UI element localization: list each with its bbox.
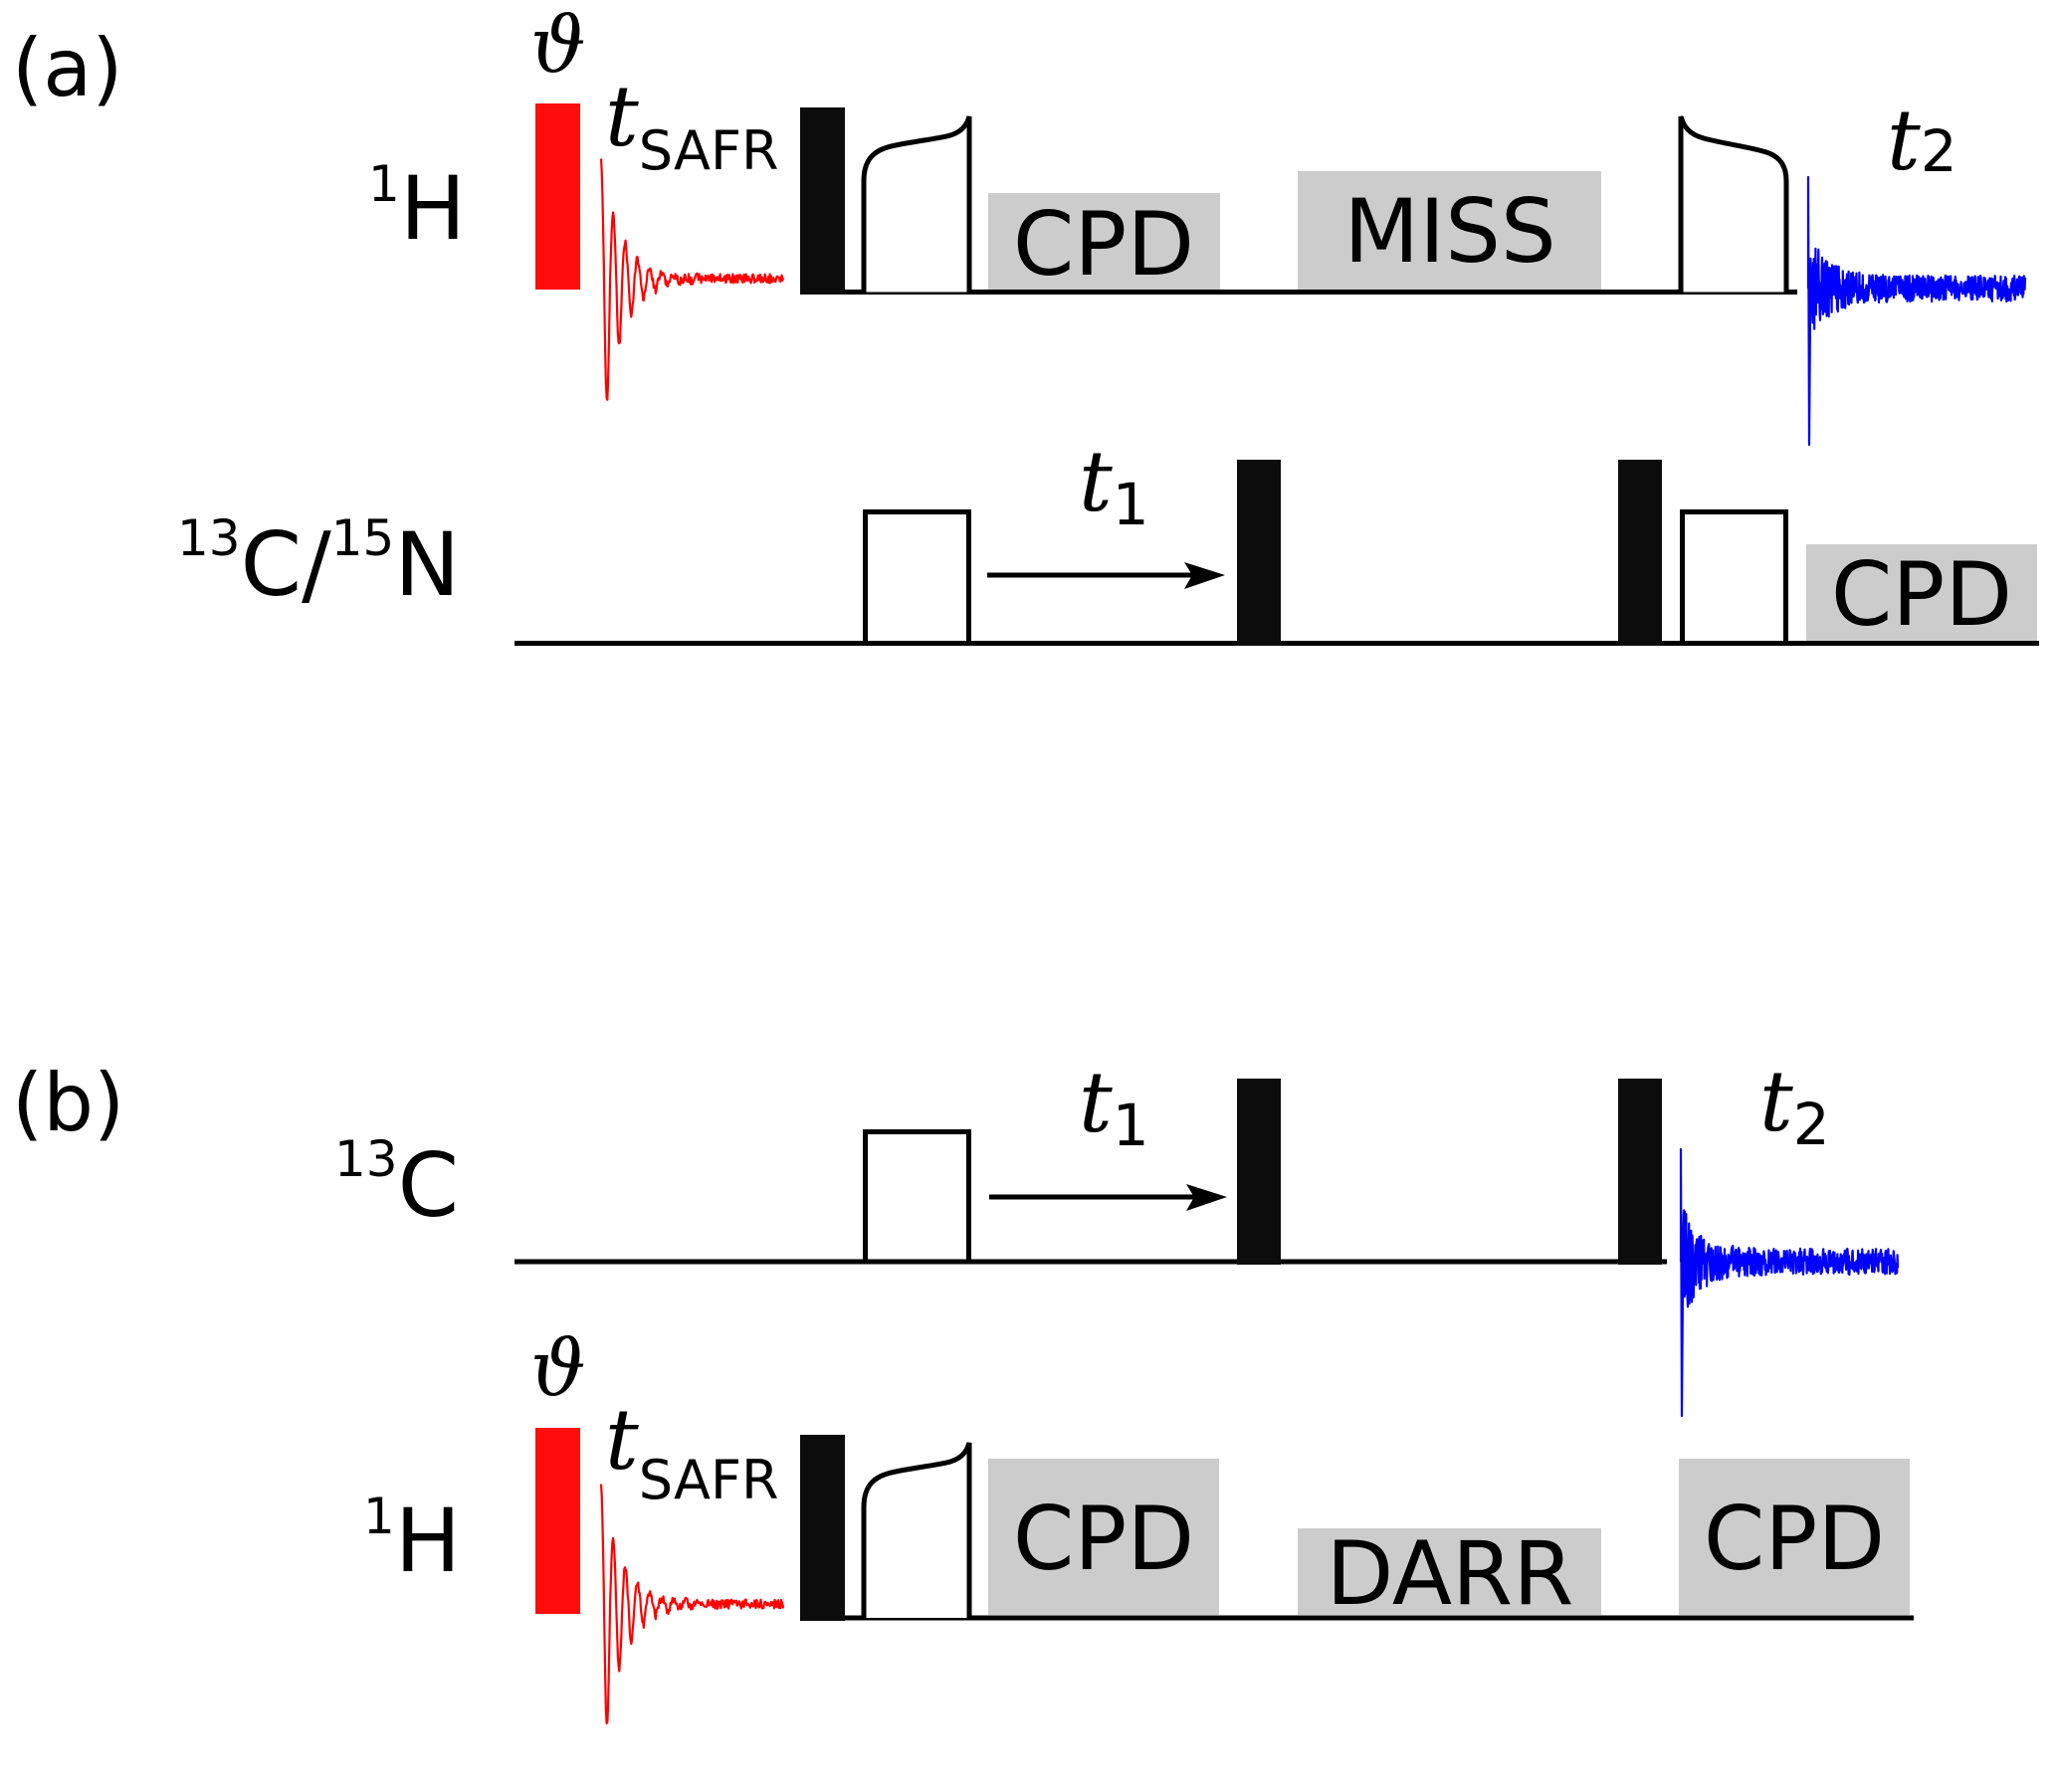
- miss-block: [1298, 171, 1601, 290]
- panel-b: (b) 13C t1 t2 1H ϑ tSAFR: [12, 1053, 1914, 1725]
- evo-symbol: t: [1079, 1054, 1113, 1151]
- nucleus-symbol: N: [394, 513, 460, 616]
- t1-evolution-arrow: [989, 1184, 1227, 1211]
- t2-label: t2: [1887, 92, 1957, 189]
- cpd-decoupling-block-2: [1679, 1459, 1910, 1615]
- acq-subscript: 2: [1793, 1091, 1830, 1158]
- cpd-label-2: CPD: [1704, 1488, 1885, 1590]
- cp-contact-pulse-back: [1680, 509, 1788, 646]
- nucleus-symbol: H: [400, 157, 466, 260]
- panel-b-1h-channel: 1H ϑ tSAFR CPD DARR CPD: [363, 1324, 1914, 1725]
- evo-symbol: t: [1079, 433, 1113, 530]
- acq-symbol: t: [1759, 1053, 1793, 1150]
- isotope-superscript: 1: [368, 155, 400, 213]
- safr-fid-signal: [599, 158, 785, 401]
- detection-fid-signal: [1679, 1147, 1900, 1418]
- panel-a: (a) 1H ϑ tSAFR CPD MISS t2 13C/15N: [12, 1, 2039, 646]
- cpd-label: CPD: [1831, 543, 2012, 646]
- hard-90-pulse: [800, 1435, 845, 1621]
- isotope-superscript: 15: [331, 509, 395, 567]
- panel-b-13c-channel: 13C t1 t2: [334, 1053, 1900, 1418]
- safr-excitation-pulse: [535, 103, 580, 290]
- cpd-decoupling-block: [988, 193, 1220, 290]
- hard-90-pulse: [800, 107, 845, 295]
- cp-contact-pulse: [863, 1129, 971, 1265]
- cp-ramp-pulse-back: [1678, 115, 1789, 293]
- tsafr-label: tSAFR: [605, 1391, 779, 1511]
- nucleus-symbol: C: [398, 1134, 459, 1237]
- evo-subscript: 1: [1113, 1092, 1149, 1159]
- isotope-superscript: 13: [334, 1130, 398, 1188]
- acq-symbol: t: [1887, 92, 1921, 189]
- flip-angle-label: ϑ: [530, 1324, 586, 1414]
- cpd-label: CPD: [1013, 193, 1194, 296]
- cpd-decoupling-block: [988, 1459, 1219, 1615]
- hard-90-pulse: [1237, 460, 1281, 646]
- t1-label: t1: [1079, 1054, 1149, 1159]
- tsafr-label: tSAFR: [605, 68, 779, 182]
- t2-label: t2: [1759, 1053, 1830, 1158]
- cp-ramp-pulse: [861, 1442, 972, 1618]
- cpd-label: CPD: [1013, 1488, 1194, 1590]
- hard-90-pulse-2: [1618, 1079, 1662, 1265]
- panel-a-1h-channel: 1H ϑ tSAFR CPD MISS t2: [368, 1, 2027, 447]
- acq-subscript: 2: [1921, 117, 1957, 185]
- darr-recoupling-block: [1298, 1528, 1601, 1615]
- detection-fid-signal: [1806, 175, 2027, 447]
- t1-evolution-arrow: [987, 562, 1225, 589]
- cpd-decoupling-block: [1806, 544, 2037, 641]
- panel-a-13c15n-channel: 13C/15N t1 CPD: [177, 433, 2039, 646]
- evo-subscript: 1: [1113, 471, 1149, 538]
- channel-label-13c-15n: 13C/15N: [177, 509, 460, 616]
- panel-a-label: (a): [12, 22, 122, 114]
- delay-subscript: SAFR: [639, 119, 779, 182]
- delay-symbol: t: [605, 1391, 639, 1489]
- nucleus-symbol: H: [395, 1490, 461, 1592]
- channel-label-1h: 1H: [368, 155, 466, 260]
- delay-symbol: t: [605, 68, 639, 165]
- panel-b-label: (b): [12, 1057, 124, 1149]
- delay-subscript: SAFR: [639, 1449, 779, 1511]
- safr-excitation-pulse: [535, 1428, 580, 1614]
- miss-label: MISS: [1343, 180, 1556, 283]
- channel-label-1h: 1H: [363, 1488, 461, 1592]
- t1-label: t1: [1079, 433, 1149, 538]
- safr-fid-signal: [599, 1484, 785, 1725]
- nucleus-symbol: C/: [241, 513, 331, 616]
- flip-angle-label: ϑ: [530, 1, 586, 91]
- isotope-superscript: 13: [177, 509, 241, 567]
- isotope-superscript: 1: [363, 1488, 395, 1545]
- darr-label: DARR: [1327, 1522, 1574, 1625]
- cp-ramp-pulse: [861, 115, 972, 293]
- cp-contact-pulse: [863, 509, 971, 646]
- channel-label-13c: 13C: [334, 1130, 459, 1237]
- hard-90-pulse-2: [1618, 460, 1662, 646]
- hard-90-pulse: [1237, 1079, 1281, 1265]
